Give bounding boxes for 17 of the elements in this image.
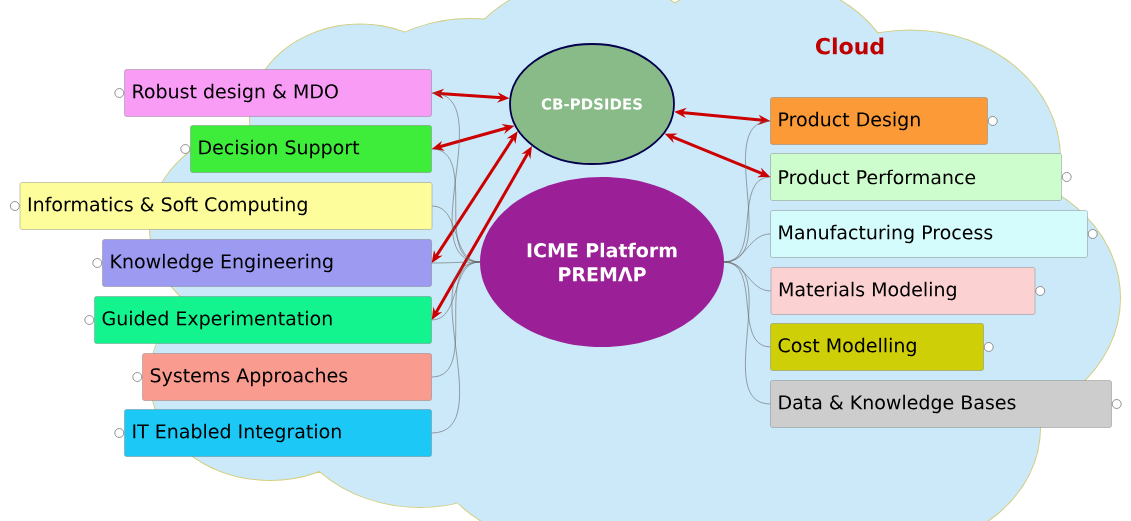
topic-box: Product Performance bbox=[770, 153, 1062, 201]
ellipse-node: CB-PDSIDES bbox=[509, 43, 675, 165]
topic-box: Product Design bbox=[770, 97, 988, 145]
topic-box: IT Enabled Integration bbox=[124, 409, 432, 457]
topic-box: Cost Modelling bbox=[770, 323, 984, 371]
topic-box: Manufacturing Process bbox=[770, 210, 1088, 258]
topic-box: Data & Knowledge Bases bbox=[770, 380, 1112, 428]
topic-box: Guided Experimentation bbox=[94, 296, 432, 344]
topic-box: Informatics & Soft Computing bbox=[19, 182, 433, 230]
topic-box: Decision Support bbox=[190, 125, 432, 173]
connector-line bbox=[723, 261, 771, 405]
topic-box: Materials Modeling bbox=[770, 267, 1036, 315]
topic-box: Knowledge Engineering bbox=[102, 239, 432, 287]
ellipse-node: ICME Platform PREMΛP bbox=[480, 177, 724, 347]
connector-line bbox=[431, 261, 481, 434]
topic-box: Robust design & MDO bbox=[124, 69, 432, 117]
connector-line bbox=[431, 261, 481, 378]
